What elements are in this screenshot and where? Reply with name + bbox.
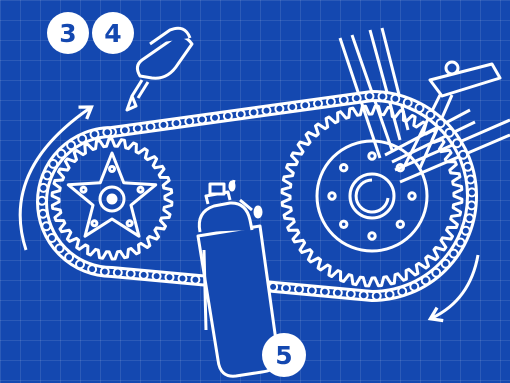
chain-link [274,103,285,114]
bolt-hole [395,219,405,230]
bolt-hole [395,163,405,173]
chain-link [125,268,136,279]
chain-link [294,284,304,295]
chain-link [338,94,349,105]
bolt-hole [327,191,337,201]
chain-link [287,102,298,112]
chain-link [364,91,375,102]
chain-link [460,225,471,236]
chain-link [75,259,85,270]
rotation-arrow-icon [427,254,480,323]
chain-link [325,96,336,107]
chain-link [409,281,420,292]
chain-link [281,283,291,294]
bolt-hole [339,219,349,230]
chain-link [164,272,175,283]
chain-link [414,103,425,113]
chain-link [99,266,110,277]
rotation-arrow-icon [18,105,94,251]
chain-link [119,125,130,136]
bolt-hole [407,191,417,201]
chain-link [377,91,388,102]
bolt-hole [108,165,116,173]
chain-link [465,174,476,185]
front-chainring-icon [280,104,464,288]
chain-link [466,200,477,211]
chain-link [177,273,188,284]
bolt-hole [125,219,134,228]
chain-link [64,252,75,263]
step-badge-5: 5 [262,333,306,377]
chain-link [38,208,48,219]
chain-link [452,138,462,149]
chain-link [210,112,220,123]
chain-link [402,97,413,108]
chain-link [455,237,466,248]
oil-bottle-icon [125,26,194,112]
chain-link [431,267,442,278]
chain-link [384,289,395,300]
step-badge-3: 3 [47,12,89,54]
bolt-hole [90,219,99,228]
chain-link [371,290,382,301]
chain-link [102,127,113,138]
chain-link [138,269,149,280]
chain-link [261,105,272,116]
chain-link [222,111,233,121]
chain-link [41,221,52,232]
chain-link [42,170,53,181]
bolt-hole [136,185,145,194]
chain-link [300,100,311,111]
chain-link [54,243,65,254]
chain-link [390,93,401,104]
chain-link [77,133,88,144]
chain-link [462,161,473,172]
chain-link [46,233,57,243]
chain-link [66,140,77,151]
chain-link [319,286,330,297]
chain-link [435,118,446,129]
chain-link [184,116,195,127]
chain-link [444,127,455,138]
chain-link [351,93,362,104]
chain-link [87,264,98,275]
bolt-hole [367,231,377,241]
chain-link [248,107,259,118]
chain-link [56,148,67,159]
chain-link [158,119,169,130]
chain-link [448,248,459,259]
chain-link [48,158,59,169]
chain-link [458,149,469,160]
chain-link [313,98,323,109]
step-badge-4: 4 [92,12,134,54]
chain-link [345,289,356,299]
chain-link [197,114,208,125]
chain-link [38,182,49,193]
chain-link [151,271,162,282]
chain-link [89,129,100,140]
rear-cassette-icon [50,137,174,261]
chain-link [425,109,436,120]
chain-link [190,274,201,285]
chain-link [464,213,475,224]
chain-link [37,195,47,206]
chain-link [132,123,143,134]
chain-link [397,286,408,297]
bolt-hole [367,151,377,161]
bolt-hole [79,185,88,194]
chain-link [112,267,123,278]
chain-link [306,285,317,296]
chain-link [466,187,477,198]
chain-link [440,258,451,269]
chain-link [420,275,431,286]
chain-link [332,287,343,298]
chain-link [358,290,369,301]
chain-link [171,118,182,129]
chain-link [235,109,246,120]
bolt-hole [339,163,349,173]
chain-link [145,121,156,132]
